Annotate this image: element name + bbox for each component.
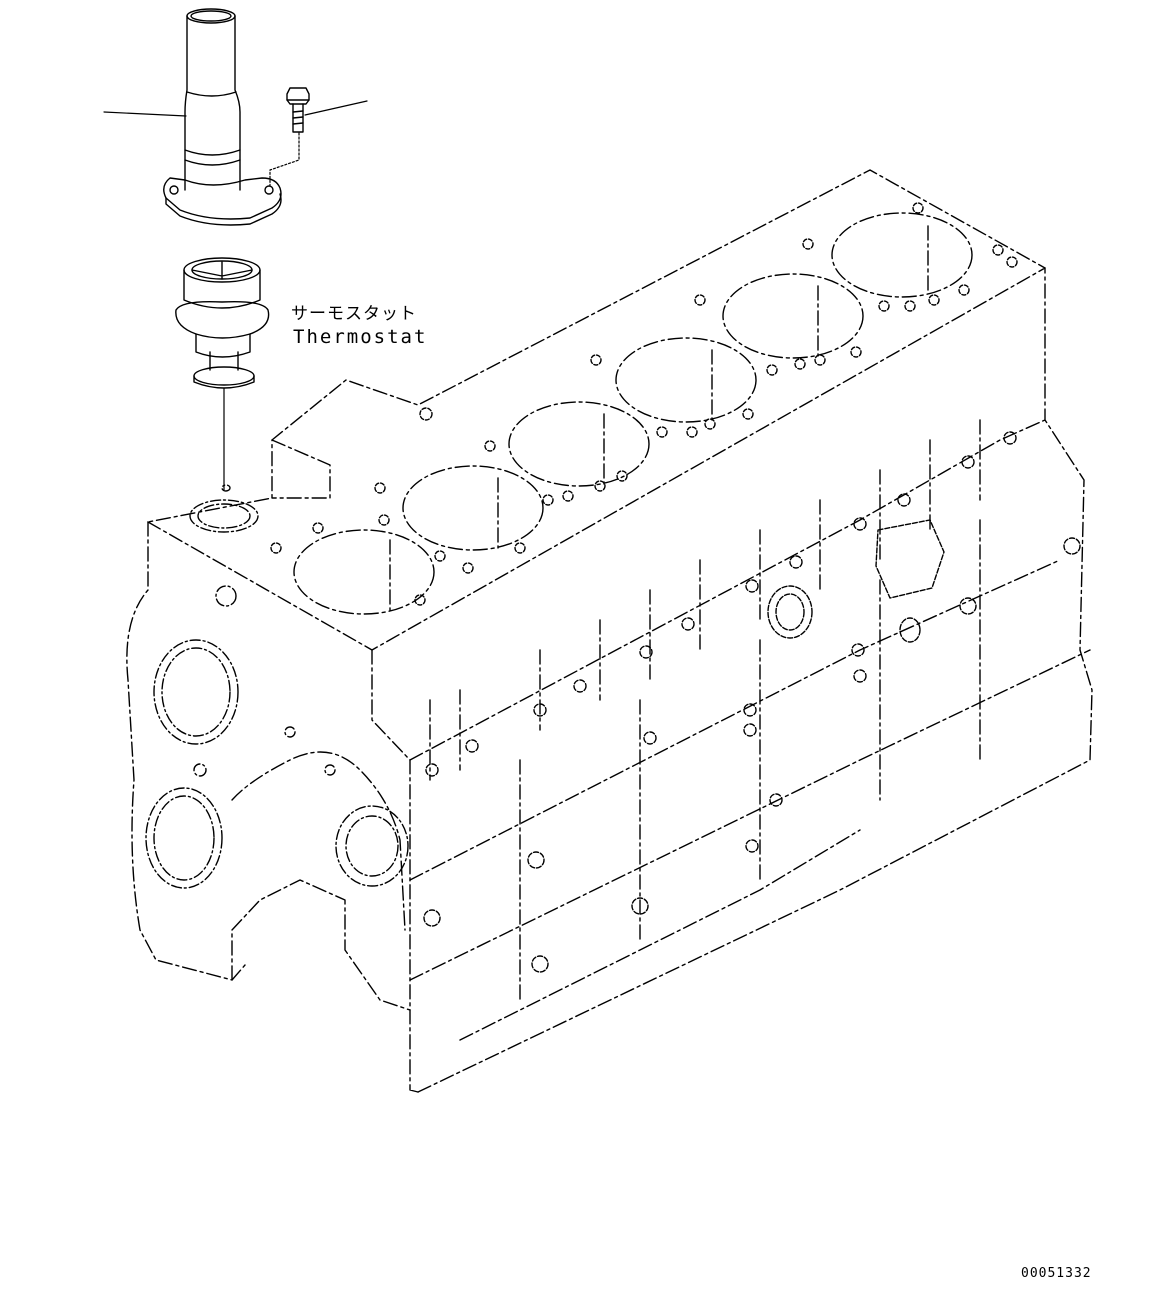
cylinder-bore-6 xyxy=(831,212,973,298)
side-bosses xyxy=(423,431,1081,973)
thermostat xyxy=(175,257,270,389)
thermostat-label-japanese: サーモスタット xyxy=(291,304,417,324)
thermostat-label-english: Thermostat xyxy=(293,326,428,348)
thermostat-seat xyxy=(189,484,259,533)
cylinder-bores xyxy=(293,212,973,615)
cylinder-bore-4 xyxy=(615,337,757,423)
deck-holes xyxy=(270,202,1018,606)
cylinder-bore-3 xyxy=(508,401,650,487)
cylinder-bore-1 xyxy=(293,529,435,615)
cylinder-bore-2 xyxy=(402,465,544,551)
leader-lines xyxy=(103,100,368,491)
flange-bolt xyxy=(286,87,310,133)
front-face-openings xyxy=(145,585,409,889)
drawing-number: 00051332 xyxy=(1021,1266,1092,1281)
cylinder-bore-5 xyxy=(722,273,864,359)
thermostat-housing xyxy=(163,8,282,226)
cylinder-block xyxy=(126,169,1093,1093)
